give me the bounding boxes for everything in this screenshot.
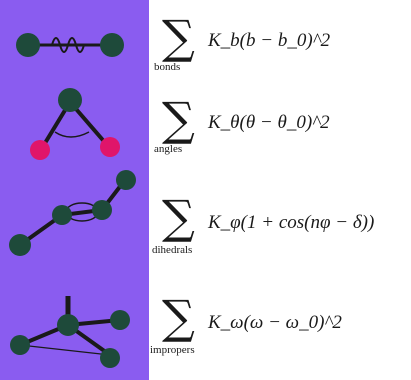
term-expression: K_φ(1 + cos(nφ − δ)) bbox=[208, 212, 375, 233]
improper-term: ∑ impropers K_ω(ω − ω_0)^2 bbox=[150, 290, 405, 356]
sum-symbol: ∑ bbox=[162, 290, 195, 344]
dihedral-torsion-icon bbox=[9, 170, 136, 256]
sum-symbol: ∑ bbox=[162, 190, 195, 244]
dihedral-term: ∑ dihedrals K_φ(1 + cos(nφ − δ)) bbox=[150, 190, 411, 256]
term-expression: K_θ(θ − θ_0)^2 bbox=[208, 112, 330, 133]
diagram-panel bbox=[0, 0, 149, 380]
term-expression: K_b(b − b_0)^2 bbox=[208, 30, 331, 51]
sum-subscript: dihedrals bbox=[152, 244, 193, 256]
molecule-icons bbox=[9, 33, 136, 368]
sum-symbol: ∑ bbox=[162, 92, 195, 146]
angle-bend-icon bbox=[30, 88, 120, 160]
improper-torsion-icon bbox=[10, 296, 130, 368]
sum-subscript: angles bbox=[154, 143, 183, 155]
sum-subscript: impropers bbox=[150, 344, 195, 356]
term-expression: K_ω(ω − ω_0)^2 bbox=[208, 312, 342, 333]
sum-symbol: ∑ bbox=[162, 10, 195, 64]
bond-spring-icon bbox=[16, 33, 124, 57]
angle-term: ∑ angles K_θ(θ − θ_0)^2 bbox=[150, 96, 405, 156]
bond-term: ∑ bonds K_b(b − b_0)^2 bbox=[150, 14, 405, 74]
sum-subscript: bonds bbox=[154, 61, 181, 73]
